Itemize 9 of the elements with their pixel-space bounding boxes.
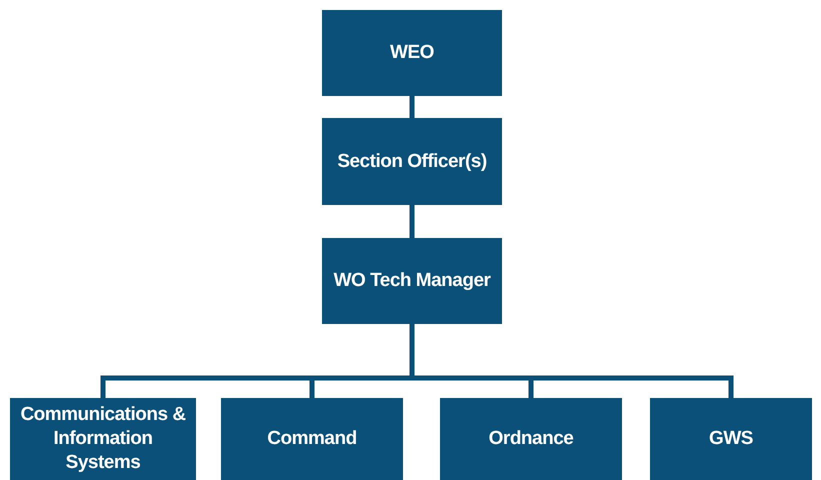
org-box: Command	[221, 398, 403, 480]
org-box: Ordnance	[440, 398, 622, 480]
org-box: GWS	[650, 398, 812, 480]
org-box: Section Officer(s)	[322, 118, 502, 205]
org-box: WO Tech Manager	[322, 238, 502, 324]
org-box: WEO	[322, 10, 502, 96]
connector-line	[410, 205, 414, 238]
org-box: Communications & Information Systems	[10, 398, 196, 480]
connector-line	[410, 96, 414, 118]
